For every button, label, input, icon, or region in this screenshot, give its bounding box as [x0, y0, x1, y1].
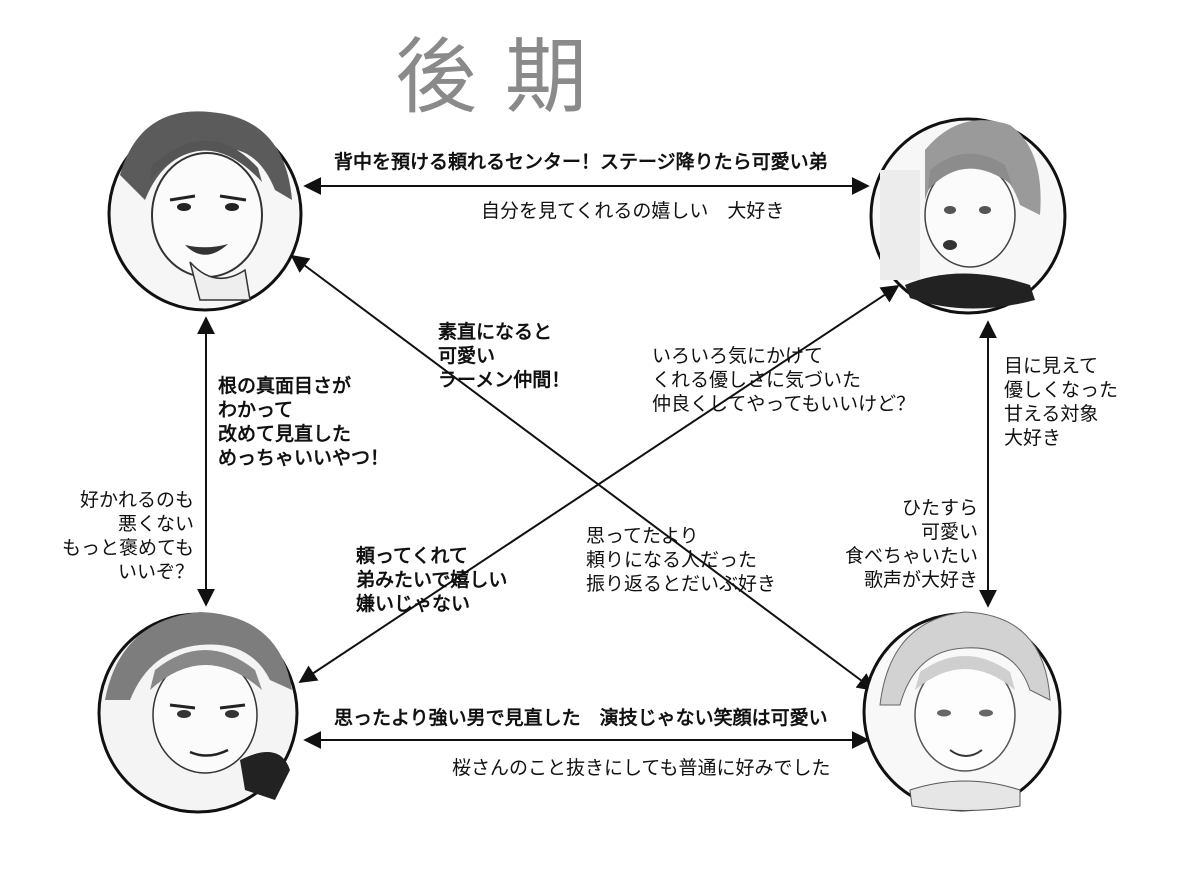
diagram-title: 後期: [395, 10, 615, 129]
label-top-upper: 背中を預ける頼れるセンター！ステージ降りたら可愛い弟: [334, 150, 828, 174]
label-diag-tl-br-upper: 素直になると 可愛い ラーメン仲間！: [438, 320, 570, 392]
label-diag-tr-bl-lower: 頼ってくれて 弟みたいで嬉しい 嫌いじゃない: [356, 544, 507, 616]
label-left-lower: 好かれるのも 悪くない もっと褒めても いいぞ？: [60, 488, 194, 584]
label-right-lower: ひたすら 可愛い 食べちゃいたい 歌声が大好き: [820, 496, 978, 592]
label-diag-tl-br-lower: 思ってたより 頼りになる人だった 振り返るとだいぶ好き: [586, 524, 776, 596]
portrait-bottom-right: [864, 612, 1060, 811]
portrait-top-left: [109, 111, 301, 310]
label-bottom-upper: 思ったより強い男で見直した 演技じゃない笑顔は可愛い: [334, 706, 828, 730]
portrait-top-right: [871, 119, 1065, 313]
label-bottom-lower: 桜さんのこと抜きにしても普通に好みでした: [452, 756, 830, 780]
label-diag-tr-bl-upper: いろいろ気にかけて くれる優しさに気づいた 仲良くしてやってもいいけど？: [652, 344, 915, 416]
portrait-bottom-left: [99, 612, 297, 812]
label-right-upper: 目に見えて 優しくなった 甘える対象 大好き: [1004, 354, 1118, 450]
label-left-upper: 根の真面目さが わかって 改めて見直した めっちゃいいやつ！: [218, 374, 389, 470]
label-top-lower: 自分を見てくれるの嬉しい 大好き: [481, 199, 784, 223]
arrow-diag-tl-br: [292, 256, 874, 690]
